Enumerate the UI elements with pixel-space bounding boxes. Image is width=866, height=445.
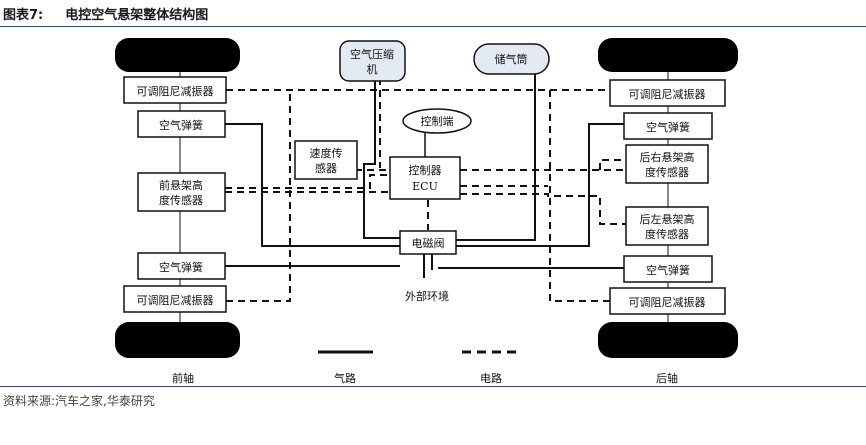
figure-number: 图表7:: [3, 8, 44, 23]
title-rule: [0, 26, 866, 27]
right-rear-right-sensor-label-1: 后右悬架高: [640, 150, 695, 164]
left-height-sensor-box: [137, 172, 226, 212]
wheel-rear-top: [598, 38, 738, 72]
left-damper-top-box: [123, 76, 227, 104]
control-panel-label: 控制端: [421, 114, 454, 128]
left-damper-top-label: 可调阻尼减振器: [137, 84, 214, 98]
solenoid-valve-box: [399, 230, 457, 255]
right-rear-right-sensor-box: [625, 144, 709, 184]
compressor-label-2: 机: [367, 62, 378, 76]
right-rear-left-sensor-label-1: 后左悬架高: [640, 212, 695, 226]
right-damper-bottom-label: 可调阻尼减振器: [629, 295, 706, 309]
left-spring-top-label: 空气弹簧: [159, 118, 203, 132]
right-rear-left-sensor-label-2: 度传感器: [645, 227, 689, 241]
right-spring-top-label: 空气弹簧: [646, 120, 690, 134]
left-spring-bottom-box: [137, 252, 226, 280]
speed-sensor-label-2: 感器: [315, 162, 337, 175]
right-spring-bottom-box: [623, 255, 713, 283]
source-rule: [0, 386, 866, 387]
left-height-sensor-label-2: 度传感器: [159, 193, 203, 207]
left-damper-bottom-label: 可调阻尼减振器: [137, 293, 214, 307]
ecu-label-1: 控制器: [409, 163, 442, 177]
control-panel-ellipse: [402, 108, 472, 134]
left-height-sensor-label-1: 前悬架高: [159, 178, 203, 192]
source-note: 资料来源:汽车之家,华泰研究: [3, 394, 155, 408]
right-damper-top-label: 可调阻尼减振器: [629, 87, 706, 101]
wheel-front-top: [115, 38, 240, 72]
right-rear-right-sensor-label-2: 度传感器: [645, 165, 689, 179]
wheel-rear-bottom: [598, 322, 738, 358]
compressor-label-1: 空气压缩: [350, 47, 394, 61]
ecu-label-2: ECU: [412, 180, 438, 193]
right-damper-top-box: [609, 79, 726, 107]
rear-axle-label: 后轴: [656, 371, 678, 385]
reservoir-box: [473, 43, 550, 75]
ecu-box: [389, 156, 461, 200]
front-axle-label: 前轴: [172, 371, 194, 385]
reservoir-label: 储气筒: [495, 52, 528, 66]
left-spring-bottom-label: 空气弹簧: [159, 260, 203, 274]
left-spring-top-box: [137, 110, 226, 138]
figure-title: 电控空气悬架整体结构图: [65, 8, 209, 23]
legend-electric-label: 电路: [480, 372, 502, 385]
speed-sensor-box: [294, 140, 358, 180]
legend-air-label: 气路: [334, 371, 356, 385]
wheel-front-bottom: [115, 322, 240, 358]
speed-sensor-label-1: 速度传: [310, 146, 343, 160]
left-damper-bottom-box: [123, 285, 227, 313]
right-spring-top-box: [623, 112, 713, 140]
figure-title-block: 图表7: 电控空气悬架整体结构图: [3, 4, 208, 23]
right-damper-bottom-box: [609, 287, 726, 315]
solenoid-valve-label: 电磁阀: [412, 236, 445, 250]
compressor-box: [339, 40, 406, 82]
right-rear-left-sensor-box: [625, 206, 709, 246]
exhaust-label: 外部环境: [405, 289, 449, 303]
right-spring-bottom-label: 空气弹簧: [646, 263, 690, 277]
